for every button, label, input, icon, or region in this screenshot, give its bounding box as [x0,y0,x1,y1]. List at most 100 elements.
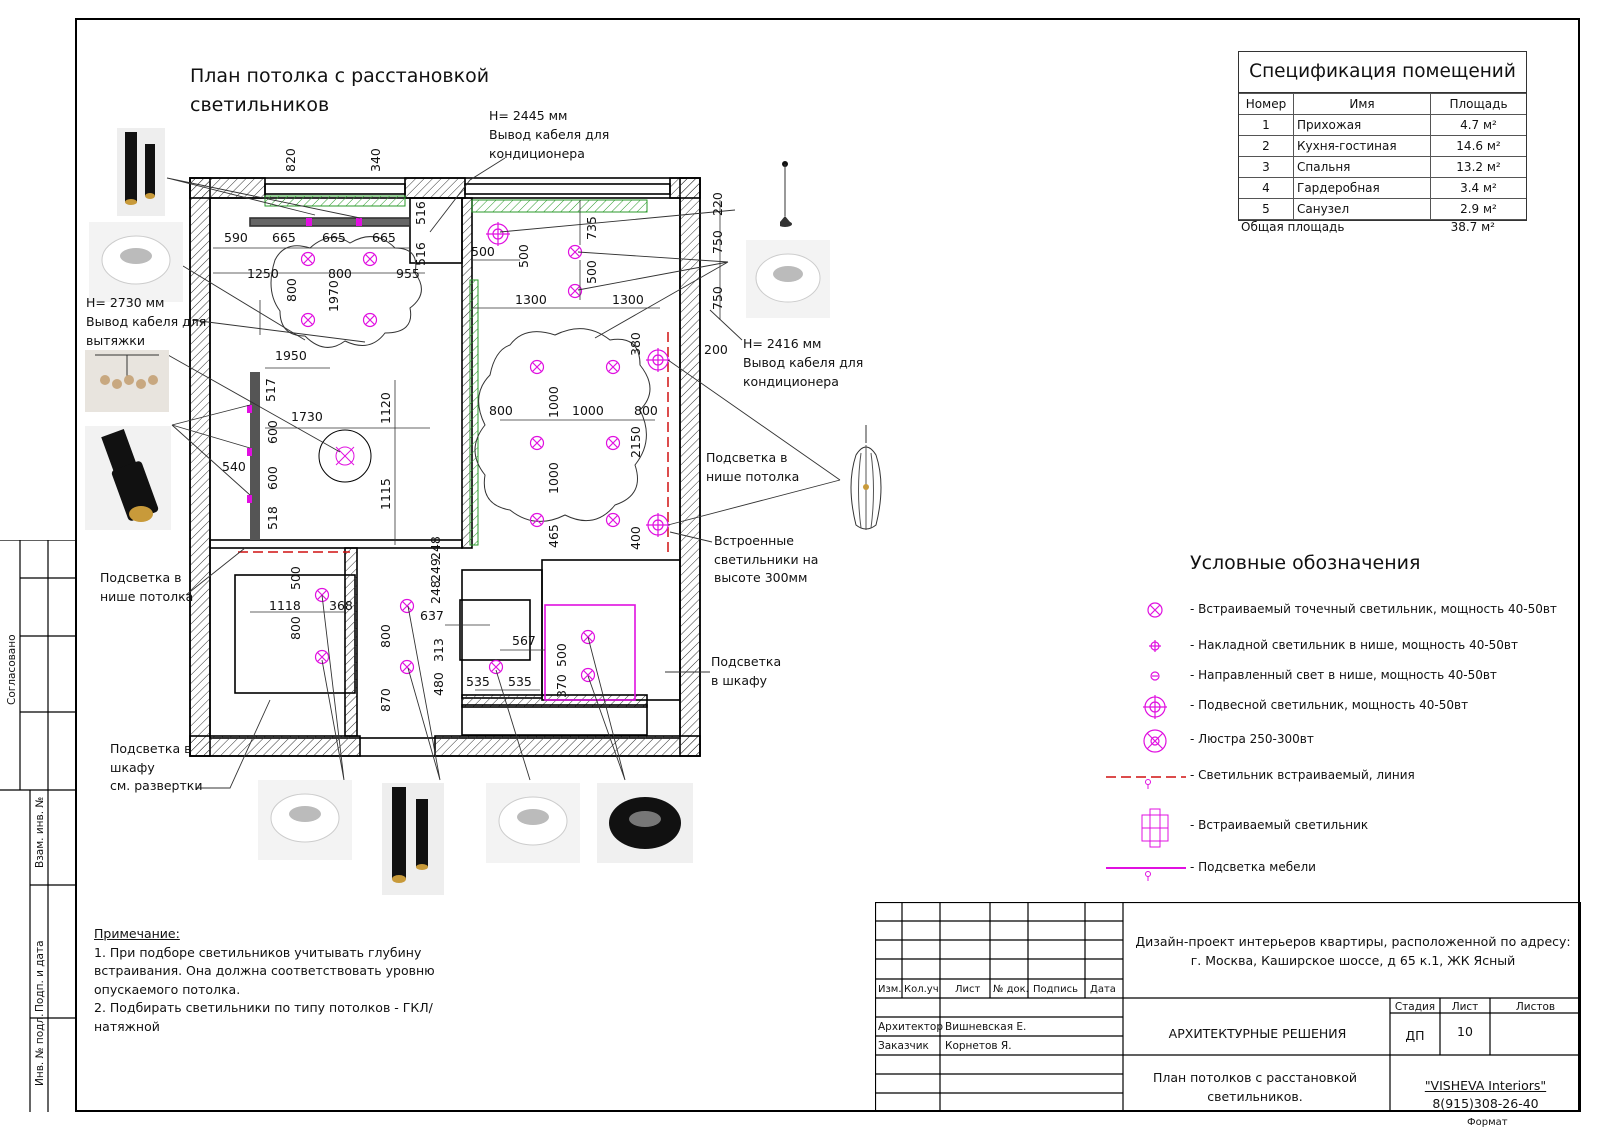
stamp-name-client: Корнетов Я. [945,1040,1012,1052]
spot-white-photo-4 [486,783,580,863]
dim-500b: 500 [516,244,531,268]
spot-lights [300,244,621,683]
dim-465: 465 [546,524,561,548]
stamp-h-sign: Подпись [1033,984,1078,995]
legend-builtin-icon [1141,808,1169,848]
cable-left-height: H= 2730 мм [86,295,165,310]
dim-800b: 800 [284,278,299,302]
note-block: Примечание: 1. При подборе светильников … [94,925,444,1036]
title-line-1: План потолка с расстановкой [190,65,490,87]
dim-800d: 800 [634,403,658,418]
sidebar-grid [0,540,76,1112]
dim-535a: 535 [466,674,490,689]
builtin-300-label: Встроенные светильники на высоте 300мм [714,533,819,585]
dim-820: 820 [283,148,298,172]
note-line-1: 1. При подборе светильников учитывать гл… [94,944,435,997]
legend-item-chandelier: - Люстра 250-300вт [1190,732,1314,746]
light-strip-kitchen [250,372,260,540]
stamp-h-list: Лист [955,984,981,995]
spot-black-photo [597,783,693,863]
dim-1000b: 1000 [572,403,604,418]
stamp-phone: 8(915)308-26-40 [1432,1096,1539,1111]
pendant-cable-symbol [780,161,792,227]
dim-600a: 600 [265,420,280,444]
cable-left-text: Вывод кабеля для вытяжки [86,314,207,348]
dim-500c: 500 [584,260,599,284]
dim-567: 567 [512,633,536,648]
legend-item-spot: - Встраиваемый точечный светильник, мощн… [1190,602,1557,616]
note-line-2: 2. Подбирать светильники по типу потолко… [94,1000,433,1034]
spec-h-num: Номер [1239,93,1294,115]
dimension-lines [213,200,721,691]
legend-pendant-icon [1143,695,1167,719]
sidebar-sign-date: Подп. и дата [34,940,46,1012]
cage-pendant-photo [850,425,882,530]
dim-1120: 1120 [378,392,393,424]
spec-name: Спальня [1293,156,1431,178]
sidebar-inv-podl: Инв. № подл. [34,1013,46,1086]
spec-num: 2 [1239,135,1294,157]
spec-total-value: 38.7 м² [1450,220,1495,234]
pendant-tube-photo-2 [382,783,444,895]
spot-white-photo-3 [258,780,352,860]
dim-380: 380 [628,332,643,356]
dim-500d: 500 [288,566,303,590]
legend-title: Условные обозначения [1190,552,1421,574]
dim-1730: 1730 [291,409,323,424]
stamp-format: Формат [1467,1117,1508,1128]
dim-248b: 248 [428,580,443,604]
spec-total-row: Общая площадь 38.7 м² [1241,220,1525,234]
legend-chandelier-icon [1143,729,1167,753]
stamp-role-client: Заказчик [878,1040,929,1052]
legend-symbols [1106,602,1186,881]
drawing-frame [75,18,1580,1112]
dim-1300a: 1300 [515,292,547,307]
stamp-role-architect: Архитектор [878,1021,944,1033]
surface-spot-photo [85,426,171,530]
dim-1250: 1250 [247,266,279,281]
spec-name: Прихожая [1293,114,1431,136]
niche-left-label: Подсветка в нише потолка [100,570,194,604]
green-hatch-middle [469,279,479,546]
dim-516b: 516 [413,242,428,266]
stamp-grid [875,902,1581,1112]
spec-total-label: Общая площадь [1241,220,1345,234]
spec-header-row: Номер Имя Площадь [1239,93,1526,115]
dim-665b: 665 [322,230,346,245]
pendant-lights [486,222,670,537]
dim-200: 200 [704,342,728,357]
dim-1950: 1950 [275,348,307,363]
dim-955: 955 [396,266,420,281]
dim-800c: 800 [489,403,513,418]
spot-white-photo-2 [746,240,830,318]
niche-right-label: Подсветка в нише потолка [706,450,800,484]
dim-1000a: 1000 [546,386,561,418]
spec-num: 5 [1239,198,1294,220]
stamp-project: Дизайн-проект интерьеров квартиры, распо… [1135,934,1571,968]
dim-870: 870 [378,688,393,712]
stamp-company: "VISHEVA Interiors" [1424,1078,1547,1093]
stamp-h-stage: Стадия [1394,1001,1436,1013]
pendant-tube-photo [117,128,165,216]
drawing-title: План потолка с расстановкой светильников [190,62,520,120]
dim-800-hall: 800 [378,624,393,648]
dim-735: 735 [584,216,599,240]
stamp-sheet: 10 [1457,1024,1473,1039]
title-line-2: светильников [190,94,330,116]
spec-h-name: Имя [1293,93,1431,115]
spec-name: Кухня-гостиная [1293,135,1431,157]
walls [189,177,701,757]
room-spec-table: Спецификация помещений Номер Имя Площадь… [1238,51,1527,221]
cable-top-height: H= 2445 мм [489,108,568,123]
legend-item-surface: - Накладной светильник в нише, мощность … [1190,638,1518,652]
title-block: Изм. Кол.уч Лист № док. Подпись Дата Диз… [875,902,1580,1112]
dim-1118: 1118 [269,598,301,613]
dim-516a: 516 [413,201,428,225]
dimension-labels: 820 340 516 516 590 665 665 665 1250 800… [222,148,728,712]
spec-num: 3 [1239,156,1294,178]
stamp-h-doc: № док. [993,984,1029,995]
dim-400: 400 [628,526,643,550]
